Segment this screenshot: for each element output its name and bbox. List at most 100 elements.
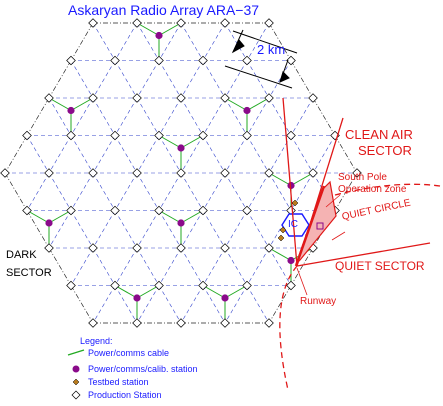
cable-line (180, 135, 204, 149)
white-diamond-icon (71, 390, 81, 400)
production-station (198, 280, 208, 291)
grid-line (26, 172, 50, 211)
cable-line (268, 247, 292, 261)
grid-line (114, 60, 138, 99)
legend-label: Power/comms cable (88, 348, 170, 358)
testbed-station (291, 199, 299, 207)
production-station (308, 93, 318, 103)
clean-air-label-1: CLEAN AIR (345, 127, 413, 142)
grid-line (224, 247, 248, 286)
grid-line (180, 97, 204, 136)
production-station (88, 93, 98, 103)
grid-line (224, 135, 248, 174)
production-station (198, 205, 208, 216)
testbed-stations (277, 199, 299, 242)
cable-line (136, 22, 160, 36)
grid-line (268, 247, 292, 286)
production-station (132, 18, 142, 28)
production-station (220, 18, 230, 28)
production-station (176, 243, 186, 253)
grid-line (114, 247, 138, 286)
grid-line (290, 97, 314, 136)
grid-line (114, 22, 138, 61)
production-station (132, 243, 142, 253)
grid-line (158, 210, 182, 249)
grid-line (268, 60, 292, 99)
production-station (154, 205, 164, 216)
grid-line (158, 135, 182, 174)
production-station (242, 280, 252, 291)
production-station (110, 130, 120, 141)
grid-line (158, 97, 182, 136)
grid-line (26, 97, 50, 136)
quiet-circle-pointer (331, 231, 346, 241)
cable-line (48, 97, 72, 111)
scale-label: 2 km (257, 42, 286, 57)
grid-line (224, 172, 248, 211)
calib-station (243, 106, 251, 115)
production-station (132, 318, 142, 328)
legend-item-production: Production Station (68, 389, 162, 401)
grid-line (268, 285, 292, 324)
legend-symbols (67, 349, 85, 400)
grid-line (92, 60, 116, 99)
production-station (242, 130, 252, 141)
grid-line (136, 210, 160, 249)
grid-line (180, 135, 204, 174)
grid-line (92, 172, 116, 211)
grid-line (224, 285, 248, 324)
grid-line (48, 247, 72, 286)
production-station (88, 168, 98, 178)
production-station (66, 55, 76, 66)
dark-sector-label-2: SECTOR (6, 267, 52, 279)
grid-line (4, 172, 28, 211)
legend-label: Power/comms/calib. station (88, 364, 198, 374)
grid-line (114, 210, 138, 249)
grid-line (290, 60, 314, 99)
pole-station-marker (316, 222, 324, 230)
quiet-sector-label: QUIET SECTOR (335, 259, 425, 273)
grid-line (92, 210, 116, 249)
grid-line (202, 285, 226, 324)
calib-station (45, 219, 53, 227)
grid-line (158, 285, 182, 324)
grid-line (92, 285, 116, 324)
calib-station (177, 144, 185, 152)
production-station (264, 318, 274, 328)
production-station (220, 243, 230, 253)
grid-line (268, 135, 292, 174)
grid-line (136, 22, 160, 61)
clean-air-label-2: SECTOR (358, 143, 412, 158)
grid-line (180, 210, 204, 249)
calib-station (287, 256, 295, 265)
production-station (242, 205, 252, 216)
grid-line (290, 247, 314, 286)
grid-line (114, 172, 138, 211)
production-station (198, 130, 208, 141)
grid-line (246, 210, 270, 249)
runway-line (294, 185, 326, 267)
grid-line (246, 247, 270, 286)
grid-line (158, 22, 182, 61)
grid-line (180, 172, 204, 211)
production-station (176, 168, 186, 178)
legend-item-cable: Power/comms cable (68, 347, 169, 359)
production-station (264, 243, 274, 253)
grid-line (224, 22, 248, 61)
production-station (308, 168, 318, 178)
legend-title: Legend: (80, 336, 113, 346)
production-station (242, 55, 252, 66)
cable-line (290, 172, 314, 186)
grid-line (202, 22, 226, 61)
grid-line (48, 210, 72, 249)
grid-line (114, 97, 138, 136)
calib-station (155, 31, 163, 40)
grid-line (202, 210, 226, 249)
grid-line (268, 172, 292, 211)
grid-line (180, 247, 204, 286)
runway-pointer (296, 267, 308, 296)
production-station (176, 18, 186, 28)
grid-line (312, 135, 336, 174)
grid-line (70, 172, 94, 211)
